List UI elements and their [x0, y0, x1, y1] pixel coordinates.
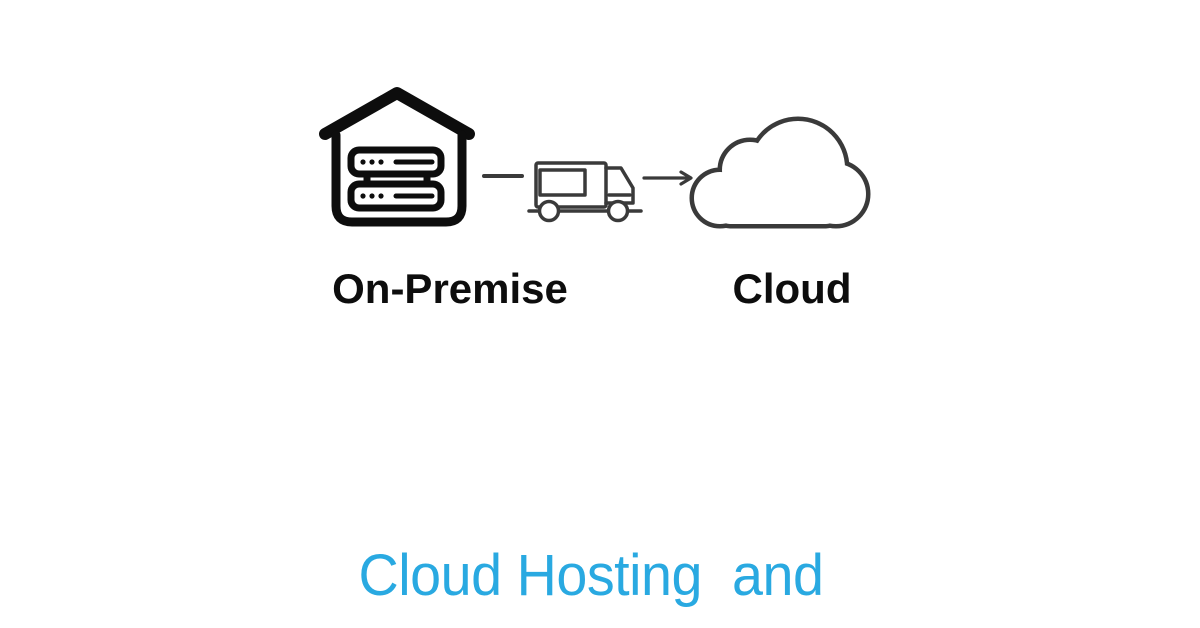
- server-unit-bottom: [347, 180, 445, 212]
- on-premise-label: On-Premise: [332, 265, 568, 312]
- headline: Cloud Hosting and Migration Services: [359, 376, 824, 628]
- delivery-truck-icon: [527, 161, 643, 223]
- truck-cargo-box: [534, 161, 608, 209]
- server-led: [369, 193, 375, 199]
- truck-cab: [604, 166, 635, 205]
- cloud-fill: [694, 121, 866, 224]
- server-unit-top: [347, 146, 445, 178]
- server-led: [360, 193, 366, 199]
- arrow-head: [679, 170, 693, 186]
- server-led: [369, 159, 375, 165]
- truck-wheel-front: [606, 199, 630, 223]
- dash-line-icon: [482, 174, 524, 178]
- truck-cargo-window: [538, 168, 587, 197]
- headline-line-1: Cloud Hosting and: [358, 543, 824, 608]
- truck-wheel-rear: [537, 199, 561, 223]
- house-with-servers-icon: [319, 87, 475, 227]
- arrow-right-icon: [642, 170, 693, 186]
- house-body: [331, 130, 467, 227]
- cloud-label: Cloud: [732, 265, 852, 312]
- server-led: [378, 193, 384, 199]
- server-led: [378, 159, 384, 165]
- server-led: [360, 159, 366, 165]
- cloud-icon: [689, 116, 871, 229]
- house-roof: [319, 87, 475, 140]
